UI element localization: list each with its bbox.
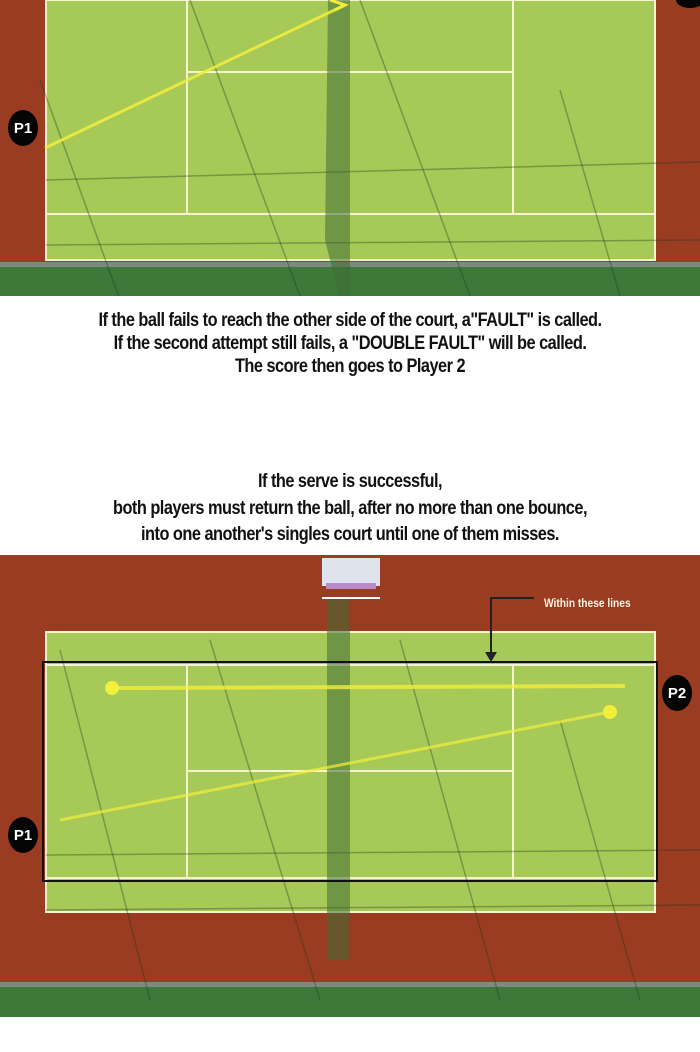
court-panel-bottom [0,555,700,1017]
within-lines-label: Within these lines [544,596,631,610]
ball-trajectory [44,3,346,150]
fault-line-1: If the ball fails to reach the other sid… [98,310,602,331]
court-panel-top [0,0,700,296]
player2-badge: P2 [662,675,692,711]
player1-badge: P1 [8,817,38,853]
ball [603,705,617,719]
rally-line-3: into one another's singles court until o… [141,524,559,545]
rally-line-2: both players must return the ball, after… [113,498,587,519]
within-lines-box [42,661,658,882]
player1-badge: P1 [8,110,38,146]
rally-line-1: If the serve is successful, [257,471,443,492]
fault-line-2: If the second attempt still fails, a "DO… [113,333,587,354]
ball [105,681,119,695]
umpire-chair-icon [322,558,380,599]
annotation-arrow [490,597,534,658]
fault-line-3: The score then goes to Player 2 [234,356,466,377]
